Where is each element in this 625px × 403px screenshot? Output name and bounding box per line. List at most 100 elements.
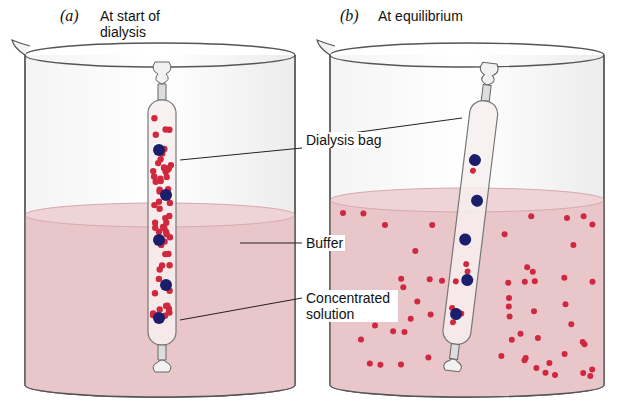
solute-dot <box>518 331 524 337</box>
solute-dot <box>151 115 157 121</box>
solute-dot <box>463 261 470 268</box>
solute-dot <box>532 278 538 284</box>
solute-dot <box>360 211 366 217</box>
macromolecule-dot <box>153 234 165 246</box>
solute-dot <box>372 323 378 329</box>
solute-dot <box>163 220 169 226</box>
solute-dot <box>402 329 408 335</box>
solute-dot <box>414 298 420 304</box>
macromolecule-dot <box>459 233 472 246</box>
solute-dot <box>590 279 596 285</box>
solute-dot <box>498 353 504 359</box>
solute-dot <box>522 279 528 285</box>
solute-dot <box>408 316 414 322</box>
solute-dot <box>159 262 165 268</box>
solute-dot <box>533 365 539 371</box>
solute-dot <box>581 213 587 219</box>
solute-dot <box>340 210 346 216</box>
solute-dot <box>367 361 373 367</box>
solute-dot <box>589 367 595 373</box>
solute-dot <box>166 262 172 268</box>
solute-dot <box>166 309 172 315</box>
solute-dot <box>506 295 512 301</box>
solute-dot <box>429 222 435 228</box>
solute-dot <box>412 248 418 254</box>
solute-dot <box>167 234 173 240</box>
solute-dot <box>506 303 512 309</box>
solute-dot <box>535 335 541 341</box>
solute-dot <box>543 370 549 376</box>
solute-dot <box>156 276 162 282</box>
macromolecule-dot <box>153 144 165 156</box>
solute-dot <box>531 308 537 314</box>
solute-dot <box>166 127 172 133</box>
solute-dot <box>507 313 513 319</box>
solute-dot <box>157 306 163 312</box>
solute-dot <box>156 206 162 212</box>
solute-dot <box>523 355 529 361</box>
dialysis-bag <box>438 62 504 373</box>
solute-dot <box>563 301 569 307</box>
solute-dot <box>502 231 508 237</box>
part-label: Buffer <box>304 235 345 251</box>
solute-dot <box>524 264 530 270</box>
part-label: Concentrated solution <box>304 290 398 322</box>
solute-dot <box>568 321 574 327</box>
solute-dot <box>587 373 593 379</box>
solute-dot <box>151 202 157 208</box>
solute-dot <box>164 174 170 180</box>
solute-dot <box>564 215 570 221</box>
solute-dot <box>580 370 586 376</box>
solute-dot <box>562 351 568 357</box>
macromolecule-dot <box>160 279 172 291</box>
macromolecule-dot <box>153 312 165 324</box>
macromolecule-dot <box>470 194 483 207</box>
solute-dot <box>425 355 431 361</box>
solute-dot <box>570 242 576 248</box>
macromolecule-dot <box>468 153 481 166</box>
solute-dot <box>439 278 445 284</box>
solute-dot <box>398 276 404 282</box>
panel-letter: (a) <box>60 8 79 24</box>
solute-dot <box>377 362 383 368</box>
solute-dot <box>470 167 477 174</box>
beaker <box>12 40 295 397</box>
solute-dot <box>157 156 163 162</box>
solute-dot <box>165 251 171 257</box>
solute-dot <box>166 213 172 219</box>
solute-dot <box>166 165 172 171</box>
solute-dot <box>580 339 586 345</box>
solute-dot <box>161 225 167 231</box>
solute-dot <box>561 275 567 281</box>
part-label: Dialysis bag <box>304 132 383 148</box>
solute-dot <box>452 278 459 285</box>
solute-dot <box>152 290 158 296</box>
solute-dot <box>589 221 595 227</box>
solute-dot <box>505 280 511 286</box>
macromolecule-dot <box>160 189 172 201</box>
solute-dot <box>151 173 157 179</box>
panel-letter: (b) <box>340 8 359 24</box>
solute-dot <box>390 328 396 334</box>
solute-dot <box>150 168 156 174</box>
solute-dot <box>152 220 158 226</box>
solute-dot <box>157 176 163 182</box>
solute-dot <box>528 213 534 219</box>
solute-dot <box>398 362 404 368</box>
solute-dot <box>382 222 388 228</box>
solute-dot <box>153 132 159 138</box>
solute-dot <box>358 337 364 343</box>
solute-dot <box>546 360 552 366</box>
solute-dot <box>552 372 558 378</box>
panel-title: At equilibrium <box>378 8 518 24</box>
solute-dot <box>509 337 515 343</box>
solute-dot <box>400 284 406 290</box>
macromolecule-dot <box>461 273 474 286</box>
solute-dot <box>464 268 471 275</box>
panel-title: At start of dialysis <box>100 8 190 40</box>
macromolecule-dot <box>449 307 462 320</box>
dialysis-bag <box>148 62 176 372</box>
beaker <box>317 40 604 397</box>
solute-dot <box>427 276 433 282</box>
